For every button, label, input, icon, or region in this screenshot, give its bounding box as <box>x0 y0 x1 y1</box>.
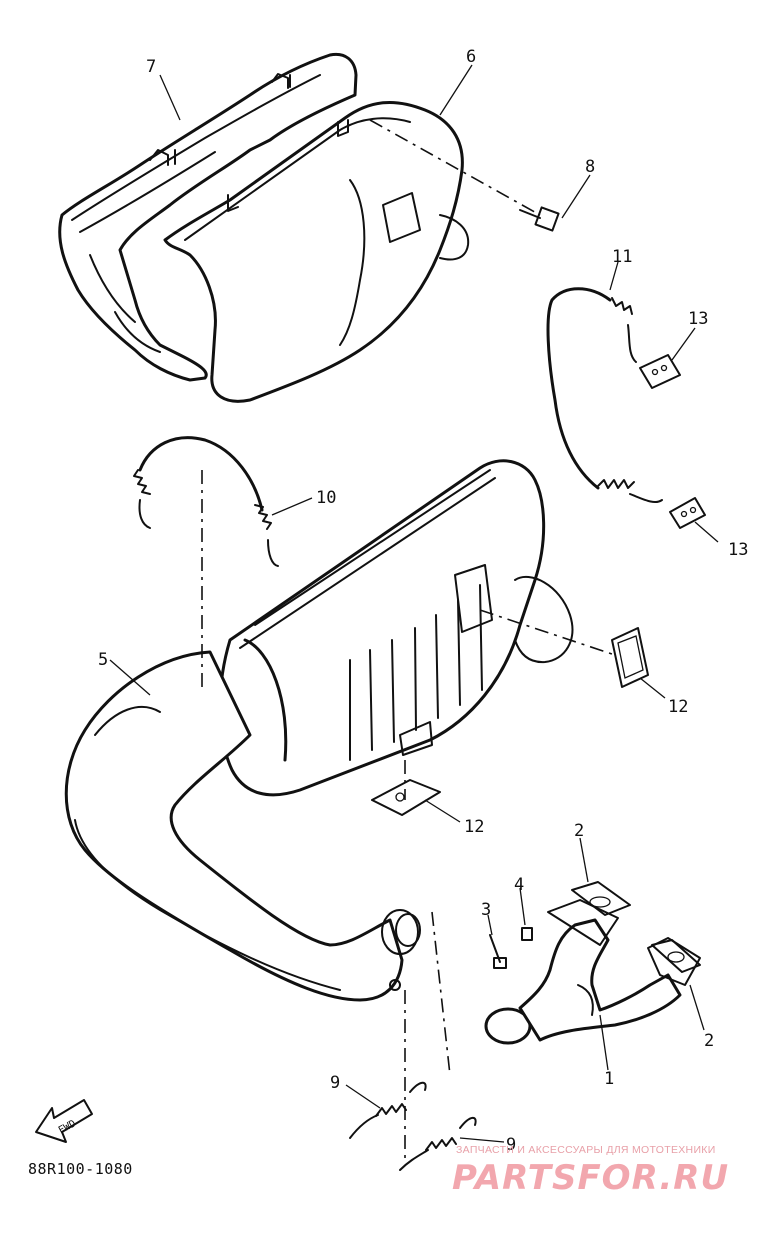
callout-4: 4 <box>514 875 524 895</box>
callout-6: 6 <box>466 47 476 67</box>
callout-13-lower: 13 <box>728 540 748 560</box>
leader-lines <box>109 64 719 1160</box>
callout-8: 8 <box>585 157 595 177</box>
front-arrow-icon: FWD <box>35 1099 93 1143</box>
callout-1: 1 <box>604 1069 614 1089</box>
callout-7: 7 <box>146 57 156 77</box>
callout-10: 10 <box>316 488 336 508</box>
callout-9-right: 9 <box>506 1135 516 1155</box>
diagram-code: 88R100-1080 <box>28 1160 133 1178</box>
heat-shield-inner <box>163 100 470 403</box>
callout-5: 5 <box>98 650 108 670</box>
spring-9-left <box>349 1081 427 1139</box>
front-arrow-label: FWD <box>57 1118 78 1136</box>
spring-11 <box>546 287 663 504</box>
watermark-caption: ЗАПЧАСТИ И АКСЕССУАРЫ ДЛЯ МОТОТЕХНИКИ <box>456 1144 716 1156</box>
bolt-3 <box>489 934 507 969</box>
callout-13-upper: 13 <box>688 309 708 329</box>
gasket-2-right <box>651 939 701 973</box>
callout-9-left: 9 <box>330 1073 340 1093</box>
watermark-logo: PARTSFOR.RU <box>452 1158 730 1198</box>
gasket-2-left <box>571 881 631 916</box>
callout-12-bottom: 12 <box>464 817 484 837</box>
callout-3: 3 <box>481 900 491 920</box>
callout-labels: 7 6 8 11 13 10 13 5 12 12 2 4 3 2 1 9 9 <box>98 47 748 1155</box>
callout-2-left: 2 <box>574 821 584 841</box>
heat-shield-outer <box>58 52 358 382</box>
muffler-5 <box>64 459 574 1002</box>
exhaust-pipe-1 <box>484 899 701 1045</box>
gasket-12-bottom <box>371 779 441 816</box>
callout-12-side: 12 <box>668 697 688 717</box>
nut-4 <box>521 927 533 941</box>
damper-13-lower <box>669 497 706 529</box>
callout-11: 11 <box>612 247 632 267</box>
callout-2-right: 2 <box>704 1031 714 1051</box>
damper-13-upper <box>639 354 681 389</box>
spring-10 <box>133 436 279 567</box>
spring-9-right <box>399 1116 477 1171</box>
gasket-12-side <box>611 627 649 688</box>
bolt-8 <box>519 206 560 232</box>
